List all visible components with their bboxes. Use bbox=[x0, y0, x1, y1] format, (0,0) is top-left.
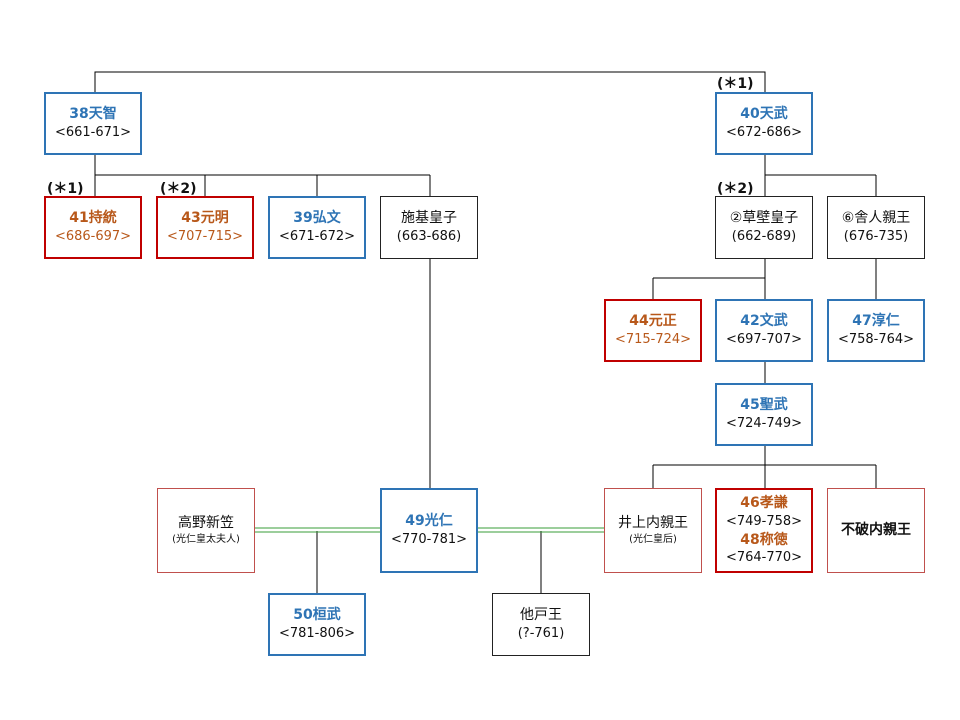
node-konin: 49光仁 <770-781> bbox=[380, 488, 478, 573]
node-jito: 41持統 <686-697> bbox=[44, 196, 142, 259]
node-gensho: 44元正 <715-724> bbox=[604, 299, 702, 362]
node-name: 45聖武 bbox=[740, 397, 788, 414]
node-name: 不破内親王 bbox=[841, 522, 911, 539]
node-years: (663-686) bbox=[396, 229, 462, 245]
footnote-mark-2: (＊2) bbox=[160, 181, 197, 197]
node-years: <715-724> bbox=[614, 332, 692, 348]
node-toneri: ⑥舎人親王 (676-735) bbox=[827, 196, 925, 259]
node-name: 39弘文 bbox=[293, 210, 341, 227]
node-name: 42文武 bbox=[740, 313, 788, 330]
node-junnin: 47淳仁 <758-764> bbox=[827, 299, 925, 362]
node-shomu: 45聖武 <724-749> bbox=[715, 383, 813, 446]
node-tenji: 38天智 <661-671> bbox=[44, 92, 142, 155]
node-years: <697-707> bbox=[725, 332, 803, 348]
node-kusakabe: ②草壁皇子 (662-689) bbox=[715, 196, 813, 259]
node-years: <770-781> bbox=[390, 532, 468, 548]
node-name: 41持統 bbox=[69, 210, 117, 227]
node-name: 40天武 bbox=[740, 106, 788, 123]
node-years: <758-764> bbox=[837, 332, 915, 348]
footnote-mark-1: (＊1) bbox=[47, 181, 84, 197]
node-koken-shotoku: 46孝謙 <749-758> 48称徳 <764-770> bbox=[715, 488, 813, 573]
node-fuwa: 不破内親王 bbox=[827, 488, 925, 573]
node-years: <749-758> bbox=[725, 513, 803, 529]
node-years: <707-715> bbox=[166, 229, 244, 245]
node-name: ⑥舎人親王 bbox=[841, 210, 911, 227]
node-name: ②草壁皇子 bbox=[729, 210, 799, 227]
node-kanmu: 50桓武 <781-806> bbox=[268, 593, 366, 656]
footnote-mark-1: (＊1) bbox=[717, 76, 754, 92]
node-years: (?-761) bbox=[517, 626, 565, 642]
node-name: 38天智 bbox=[69, 106, 117, 123]
node-years: <764-770> bbox=[725, 550, 803, 566]
node-name: 49光仁 bbox=[405, 513, 453, 530]
node-note: (光仁皇后) bbox=[629, 534, 677, 546]
node-name: 施基皇子 bbox=[401, 210, 457, 227]
node-years: <781-806> bbox=[278, 626, 356, 642]
node-name: 46孝謙 bbox=[740, 495, 788, 512]
node-name: 43元明 bbox=[181, 210, 229, 227]
node-shiki: 施基皇子 (663-686) bbox=[380, 196, 478, 259]
node-name: 高野新笠 bbox=[178, 515, 234, 532]
node-years: (676-735) bbox=[843, 229, 909, 245]
node-years: <724-749> bbox=[725, 416, 803, 432]
footnote-mark-2: (＊2) bbox=[717, 181, 754, 197]
node-name: 50桓武 bbox=[293, 607, 341, 624]
node-genmei: 43元明 <707-715> bbox=[156, 196, 254, 259]
node-name: 他戸王 bbox=[520, 607, 562, 624]
node-years: <686-697> bbox=[54, 229, 132, 245]
node-years: <661-671> bbox=[54, 125, 132, 141]
node-name: 48称徳 bbox=[740, 531, 788, 548]
node-kobun: 39弘文 <671-672> bbox=[268, 196, 366, 259]
node-osabe: 他戸王 (?-761) bbox=[492, 593, 590, 656]
node-years: <671-672> bbox=[278, 229, 356, 245]
node-note: (光仁皇太夫人) bbox=[172, 534, 240, 546]
node-takano: 高野新笠 (光仁皇太夫人) bbox=[157, 488, 255, 573]
node-years: <672-686> bbox=[725, 125, 803, 141]
node-monmu: 42文武 <697-707> bbox=[715, 299, 813, 362]
node-inoue: 井上内親王 (光仁皇后) bbox=[604, 488, 702, 573]
node-years: (662-689) bbox=[731, 229, 797, 245]
node-name: 井上内親王 bbox=[618, 515, 688, 532]
node-name: 44元正 bbox=[629, 313, 677, 330]
node-tenmu: 40天武 <672-686> bbox=[715, 92, 813, 155]
node-name: 47淳仁 bbox=[852, 313, 900, 330]
